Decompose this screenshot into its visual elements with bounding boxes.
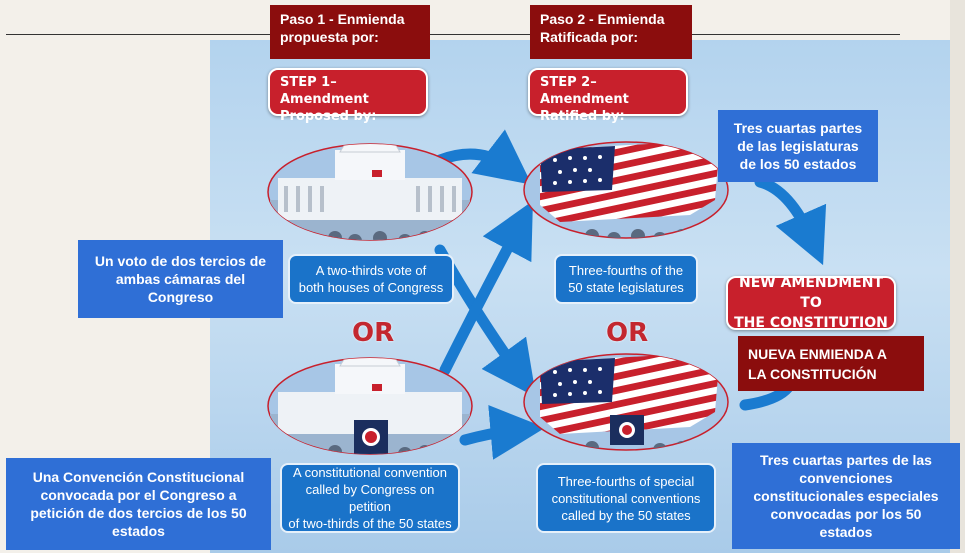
caption-state-legislatures: Three-fourths of the 50 state legislatur… <box>554 254 698 304</box>
caption-congress-vote: A two-thirds vote of both houses of Cong… <box>288 254 454 304</box>
right-margin <box>950 0 965 553</box>
caption-special-conventions: Three-fourths of special constitutional … <box>536 463 716 533</box>
special-conventions-spanish: Tres cuartas partes de las convenciones … <box>732 443 960 549</box>
step2-spanish-header: Paso 2 - Enmienda Ratificada por: <box>530 5 692 59</box>
step1-spanish-header: Paso 1 - Enmienda propuesta por: <box>270 5 430 59</box>
step1-english-pill: STEP 1– Amendment Proposed by: <box>268 68 428 124</box>
new-amendment-spanish: NUEVA ENMIENDA A LA CONSTITUCIÓN <box>738 336 924 391</box>
or-label-left: OR <box>352 318 395 348</box>
header-rule <box>6 34 900 35</box>
or-label-right: OR <box>606 318 649 348</box>
us-flag-map-icon <box>523 353 729 451</box>
congress-vote-spanish: Un voto de dos tercios de ambas cámaras … <box>78 240 283 318</box>
us-flag-map-icon <box>523 141 729 239</box>
step2-english-pill: STEP 2– Amendment Ratified by: <box>528 68 688 124</box>
legislatures-spanish: Tres cuartas partes de las legislaturas … <box>718 110 878 182</box>
convention-spanish: Una Convención Constitucional convocada … <box>6 458 271 550</box>
capitol-dome-icon <box>267 143 473 241</box>
new-amendment-english: NEW AMENDMENT TO THE CONSTITUTION <box>726 275 896 331</box>
caption-constitutional-convention: A constitutional convention called by Co… <box>280 463 460 533</box>
capitol-dome-icon <box>267 357 473 455</box>
